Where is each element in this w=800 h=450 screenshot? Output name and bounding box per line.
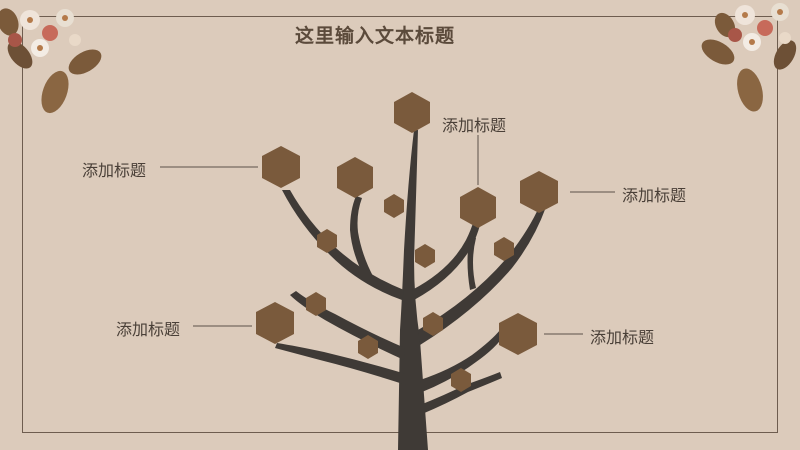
hexagon-node-right-upper bbox=[520, 171, 558, 213]
slide-title: 这里输入文本标题 bbox=[294, 25, 455, 47]
connector-lines bbox=[160, 135, 615, 335]
hexagon-node bbox=[494, 237, 514, 261]
hexagon-node bbox=[306, 292, 326, 316]
flower-bouquet-icon bbox=[0, 8, 102, 114]
hexagon-node bbox=[358, 335, 378, 359]
flower-bouquet-icon bbox=[701, 3, 797, 112]
hexagon-node-top bbox=[394, 92, 430, 133]
hexagon-node-right-lower bbox=[499, 313, 537, 355]
hexagon-node bbox=[415, 244, 435, 268]
label-left-lower: 添加标题 bbox=[116, 320, 181, 339]
label-right-lower: 添加标题 bbox=[590, 328, 655, 347]
hexagon-node bbox=[423, 312, 443, 336]
hexagon-node bbox=[384, 194, 404, 218]
label-top-center: 添加标题 bbox=[442, 116, 507, 135]
label-right-upper: 添加标题 bbox=[622, 186, 687, 205]
hexagon-node bbox=[317, 229, 337, 253]
hexagon-node bbox=[451, 368, 471, 392]
hexagon-nodes bbox=[256, 92, 558, 392]
label-left-upper: 添加标题 bbox=[82, 161, 147, 180]
hexagon-node bbox=[337, 157, 373, 198]
hexagon-node-left-lower bbox=[256, 302, 294, 344]
hexagon-node bbox=[460, 187, 496, 228]
tree-trunk bbox=[275, 130, 546, 450]
hexagon-node-left-upper bbox=[262, 146, 300, 188]
